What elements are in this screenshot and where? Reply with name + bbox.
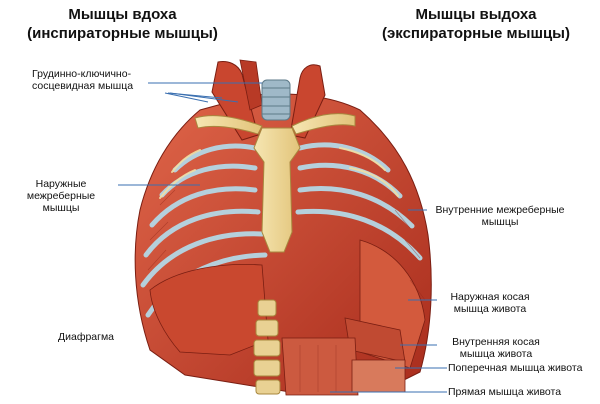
label-external-oblique-line1: Наружная косая	[450, 291, 530, 303]
label-internal-oblique: Внутренняя косая мышца живота	[440, 336, 552, 360]
label-external-intercostal-line1: Наружные межреберные	[26, 178, 96, 202]
label-internal-intercostal: Внутренние межреберные мышцы	[425, 204, 575, 228]
left-clavicle	[194, 115, 263, 135]
label-external-oblique-line2: мышца живота	[453, 303, 527, 315]
label-sternocleidomastoid-line1: Грудинно-ключично-	[32, 68, 132, 80]
label-rectus-abdominis: Прямая мышца живота	[448, 386, 562, 398]
sternocleidomastoid-left	[211, 61, 259, 141]
label-internal-intercostal-line1: Внутренние межреберные	[435, 204, 565, 216]
label-internal-oblique-line1: Внутренняя косая	[452, 336, 540, 348]
expiratory-subtitle: (экспираторные мышцы)	[381, 25, 570, 42]
label-transverse-abdominis: Поперечная мышца живота	[448, 362, 583, 374]
inspiratory-heading: Мышцы вдоха (инспираторные мышцы)	[0, 5, 245, 43]
label-sternocleidomastoid-line2: сосцевидная мышца	[32, 80, 134, 92]
transverse-abdominis-area	[351, 359, 406, 393]
spine	[253, 299, 281, 395]
sternocleidomastoid-right	[289, 64, 326, 139]
label-diaphragm: Диафрагма	[58, 331, 115, 343]
expiratory-heading: Мышцы выдоха (экспираторные мышцы)	[352, 5, 600, 43]
sternum	[253, 127, 301, 253]
label-external-intercostal: Наружные межреберные мышцы	[2, 178, 120, 214]
inspiratory-title: Мышцы вдоха	[68, 6, 177, 23]
label-internal-intercostal-line2: мышцы	[481, 216, 519, 228]
leader-lines	[118, 82, 447, 393]
label-external-oblique: Наружная косая мышца живота	[440, 291, 540, 315]
expiratory-title: Мышцы выдоха	[415, 6, 537, 23]
inspiratory-subtitle: (инспираторные мышцы)	[27, 25, 218, 42]
trachea	[261, 79, 291, 121]
right-clavicle	[291, 113, 356, 135]
rectus-abdominis-area	[281, 337, 359, 396]
label-external-intercostal-line2: мышцы	[42, 202, 80, 214]
label-sternocleidomastoid: Грудинно-ключично- сосцевидная мышца	[32, 68, 133, 92]
label-internal-oblique-line2: мышца живота	[459, 348, 533, 360]
